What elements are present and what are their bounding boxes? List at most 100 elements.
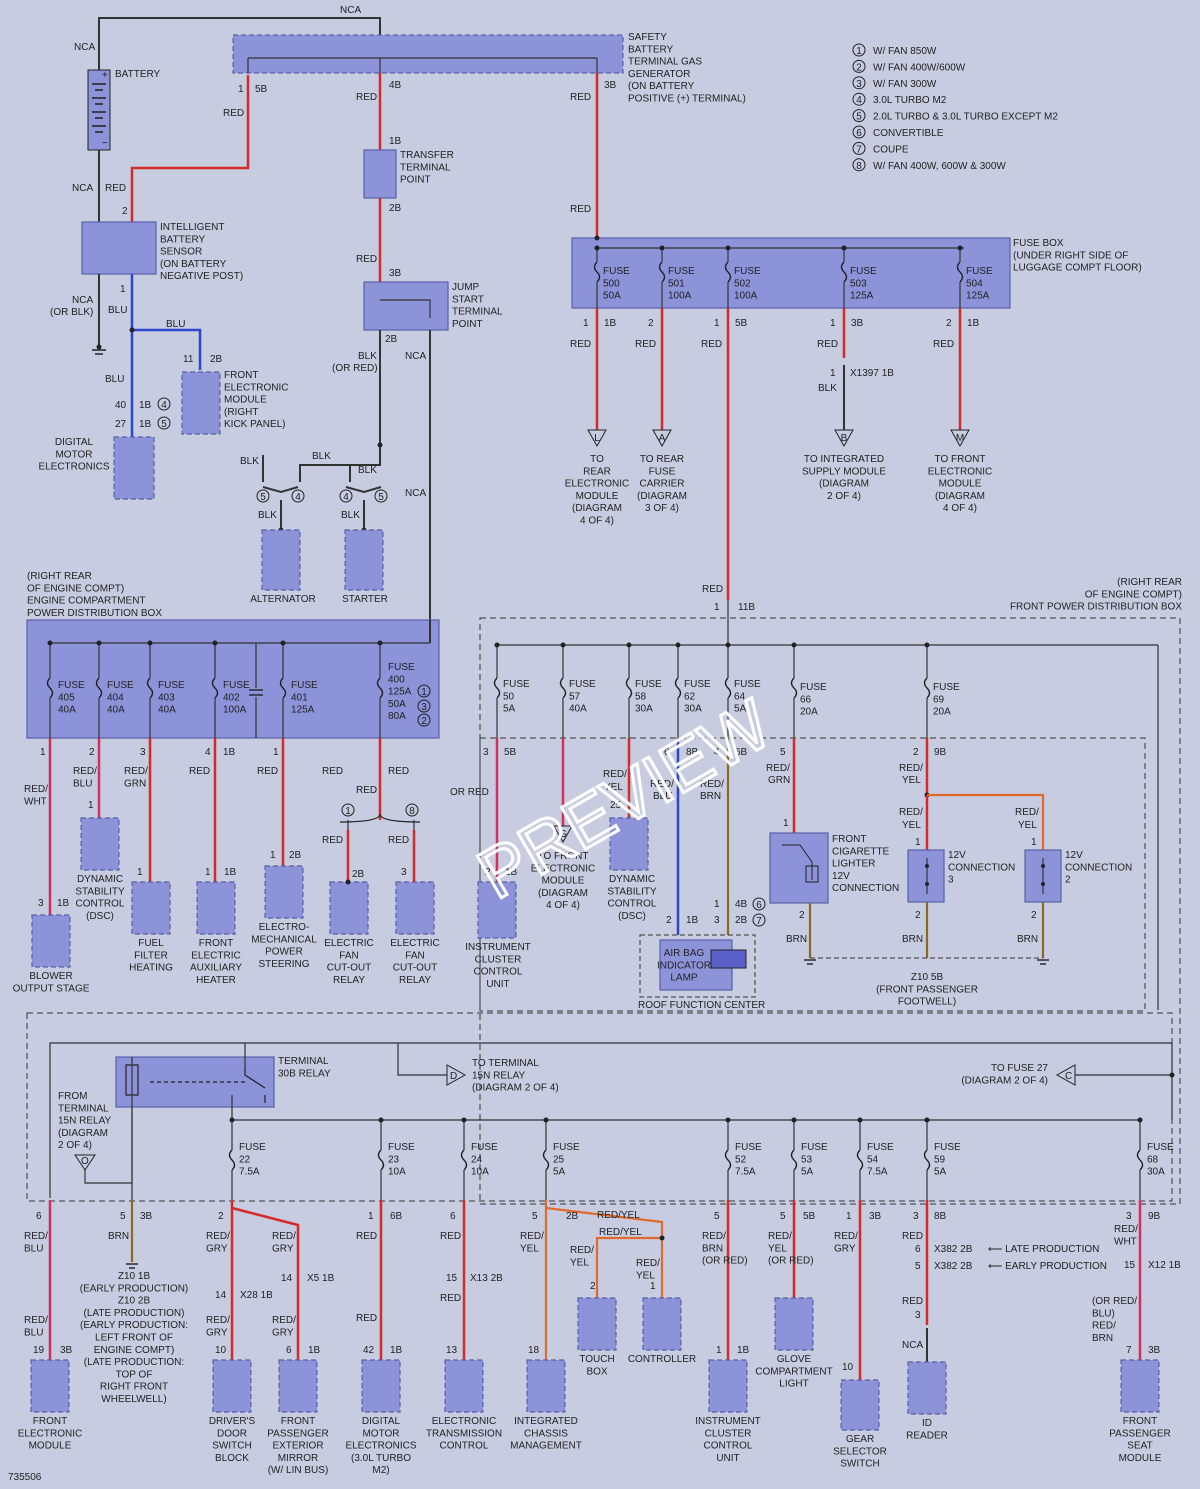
destination-text: (DIAGRAM [935, 491, 985, 502]
svg-text:2: 2 [485, 867, 491, 878]
bottom-fuse-text: 10A [388, 1167, 406, 1178]
load-label: CONTROL [608, 899, 657, 910]
svg-text:1: 1 [88, 800, 94, 811]
text-line: (OR RED) [702, 1256, 748, 1267]
svg-text:11B: 11B [738, 602, 755, 613]
load-component [444, 1359, 484, 1413]
load-label: DRIVER'S [209, 1416, 256, 1427]
fuse-icon [790, 1149, 798, 1171]
bottom-fuse-text: 22 [239, 1154, 251, 1165]
load-label: LIGHT [779, 1379, 808, 1390]
text-line: RED/ [768, 1231, 792, 1242]
text-line: BLU [24, 1327, 43, 1338]
fuse-icon [376, 677, 384, 699]
from15n-text: (DIAGRAM [58, 1128, 108, 1139]
svg-text:9B: 9B [1148, 1211, 1161, 1222]
front-fuse-text: 58 [635, 691, 647, 702]
rear-fuse-box [571, 237, 1011, 309]
to-fuse27-label: TO FUSE 27(DIAGRAM 2 OF 4) [961, 1063, 1048, 1086]
conn-id: 5B [735, 318, 748, 329]
svg-text:3B: 3B [60, 1345, 73, 1356]
rear-fuse-text: 502 [734, 278, 751, 289]
option-number: 3 [856, 79, 862, 90]
load-component [395, 881, 435, 935]
legend-item: 2.0L TURBO & 3.0L TURBO EXCEPT M2 [873, 112, 1058, 123]
svg-text:BLU: BLU [105, 374, 124, 385]
fuse-icon [593, 261, 601, 283]
pin-num: 2 [946, 318, 952, 329]
rear-fuse-text: 100A [734, 291, 758, 302]
load-label: READER [906, 1430, 948, 1441]
svg-text:GRN: GRN [768, 775, 790, 786]
pdb-engine-text: OF ENGINE COMPT) [27, 583, 124, 594]
conn3-text: 12V [948, 850, 966, 861]
svg-text:1B: 1B [139, 400, 152, 411]
safety-battery-text: SAFETY [628, 32, 667, 43]
svg-text:RED: RED [440, 1293, 461, 1304]
svg-text:BRN: BRN [108, 1231, 129, 1242]
svg-text:3: 3 [714, 915, 720, 926]
svg-text:1: 1 [270, 850, 276, 861]
destination-text: 3 OF 4) [645, 503, 679, 514]
pdb-engine-text: (RIGHT REAR [27, 571, 92, 582]
destination-text: MODULE [542, 876, 585, 887]
load-label: MODULE [1119, 1453, 1162, 1464]
svg-text:RED/: RED/ [1015, 807, 1039, 818]
svg-text:10: 10 [215, 1345, 227, 1356]
svg-text:RED/YEL: RED/YEL [599, 1227, 642, 1238]
pin-num: 2 [648, 318, 654, 329]
alternator [261, 529, 301, 591]
svg-text:RED: RED [701, 339, 722, 350]
capacitor-symbol [249, 643, 263, 738]
svg-text:5: 5 [915, 1261, 921, 1272]
load-label: ELECTRONICS [345, 1441, 416, 1452]
z10-note: (EARLY PRODUCTION: [80, 1320, 188, 1331]
svg-text:3B: 3B [389, 268, 402, 279]
load-label: HEATER [196, 975, 236, 986]
front-fuse-text: FUSE [503, 679, 530, 690]
svg-text:2B: 2B [385, 334, 398, 345]
svg-text:B: B [841, 433, 848, 444]
load-component [329, 881, 369, 935]
svg-text:40: 40 [115, 400, 127, 411]
battery-label: BATTERY [115, 69, 161, 80]
svg-text:C: C [1065, 1071, 1072, 1082]
z10-note: (LATE PRODUCTION) [84, 1308, 185, 1319]
svg-text:8B: 8B [686, 747, 699, 758]
svg-text:BLU: BLU [166, 319, 185, 330]
z10-note: TOP OF [116, 1369, 153, 1380]
load-label: CLUSTER [705, 1428, 752, 1439]
text-line: RED/ [520, 1231, 544, 1242]
fuse-icon [95, 677, 103, 699]
fem-text: ELECTRONIC [224, 382, 288, 393]
svg-text:G: G [559, 829, 567, 840]
svg-text:1B: 1B [308, 1345, 321, 1356]
svg-text:4: 4 [343, 492, 349, 503]
bottom-fuse-text: FUSE [735, 1142, 762, 1153]
fem-text: FRONT [224, 370, 258, 381]
engine-fuse-text: FUSE [107, 680, 134, 691]
bottom-fuse-text: 5A [801, 1167, 814, 1178]
z10-note: RIGHT FRONT [100, 1382, 168, 1393]
wire-color: RED/ [24, 784, 48, 795]
engine-fuse-text: 125A [388, 687, 412, 698]
option-number: 4 [856, 95, 862, 106]
cigarette-lighter [769, 832, 829, 904]
safety-battery-text: GENERATOR [628, 69, 690, 80]
pdb-front-text: (RIGHT REAR [1117, 577, 1182, 588]
svg-text:NCA: NCA [405, 488, 426, 499]
load-component [196, 881, 236, 935]
svg-text:RED/: RED/ [766, 763, 790, 774]
destination-text: ELECTRONIC [565, 479, 629, 490]
text-line: RED/ [1114, 1224, 1138, 1235]
svg-text:1: 1 [368, 1211, 374, 1222]
svg-text:RED: RED [902, 1231, 923, 1242]
svg-text:27: 27 [115, 419, 127, 430]
front-fuse-group: FUSE505AFUSE5740AFUSE5830AFUSE6230AFUSE6… [450, 642, 1132, 1011]
svg-text:5: 5 [780, 747, 786, 758]
option-number: 7 [856, 144, 862, 155]
intelligent-battery-sensor [81, 221, 157, 275]
